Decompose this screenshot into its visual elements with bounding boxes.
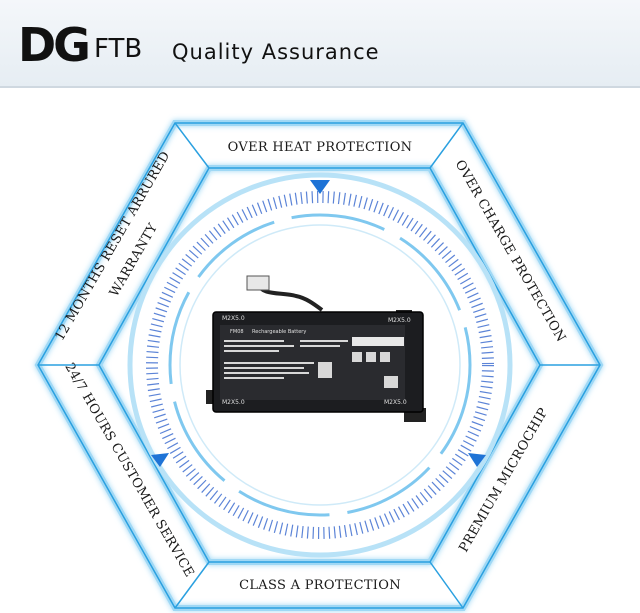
battery-model: FM08: [230, 329, 244, 335]
battery-cable: [256, 283, 324, 312]
battery-corner-tl: M2X5.0: [222, 315, 245, 322]
battery-corner-tr: M2X5.0: [388, 317, 411, 324]
battery-fine-print: [224, 340, 398, 388]
hexagon-spokes: [38, 122, 600, 609]
battery-barcode: [352, 337, 404, 346]
label-over-heat: OVER HEAT PROTECTION: [228, 140, 413, 155]
battery-corner-bl: M2X5.0: [222, 399, 245, 406]
brand-logo: DG FTB: [18, 18, 142, 68]
tick-ring: [146, 191, 494, 539]
battery-image: M2X5.0 M2X5.0 M2X5.0 M2X5.0 FM08 Recharg…: [206, 275, 426, 422]
arrow-right-icon: [468, 453, 486, 467]
label-warranty-line1: 12 MONTHS RESET ARRURED: [52, 149, 173, 344]
outer-ring: [127, 172, 513, 558]
arrow-left-icon: [151, 453, 169, 467]
arrow-top-icon: [310, 180, 330, 194]
label-customer-service: 24/7 HOURS CUSTOMER SERVICE: [61, 361, 196, 580]
label-class-a: CLASS A PROTECTION: [239, 578, 401, 593]
inner-thin-ring: [179, 224, 461, 506]
battery-title: Rechargeable Battery: [252, 329, 306, 335]
header-divider: [0, 86, 640, 88]
battery-corner-br: M2X5.0: [384, 399, 407, 406]
brand-name: FTB: [93, 34, 143, 64]
battery-connector: [246, 275, 270, 291]
logo-mark: DG: [18, 18, 91, 72]
feature-diagram: OVER HEAT PROTECTION CLASS A PROTECTION …: [34, 120, 604, 611]
tagline: Quality Assurance: [172, 40, 380, 64]
inner-ring: [168, 213, 472, 517]
header-banner: DG FTB Quality Assurance: [0, 0, 640, 86]
